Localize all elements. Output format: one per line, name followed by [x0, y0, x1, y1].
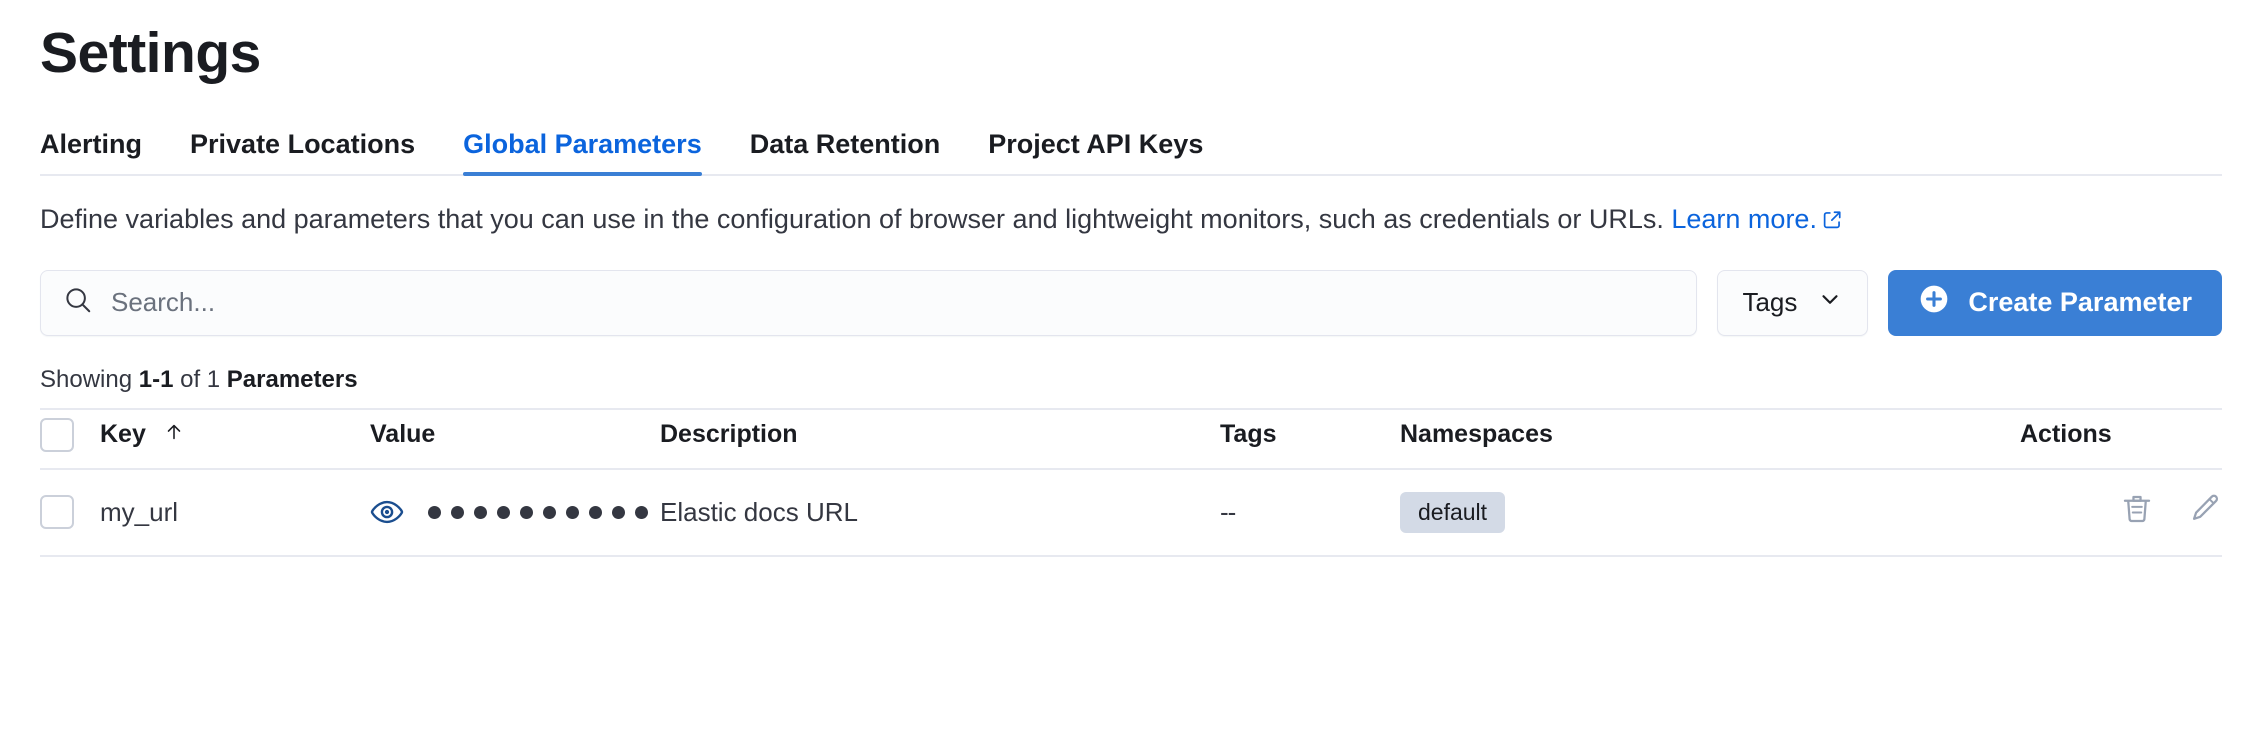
- select-all-checkbox[interactable]: [40, 417, 74, 452]
- tab-label: Alerting: [40, 128, 143, 159]
- tab-private-locations[interactable]: Private Locations: [166, 128, 439, 174]
- row-tags-cell: --: [1220, 468, 1400, 557]
- column-tags-label: Tags: [1220, 420, 1277, 449]
- column-actions-label: Actions: [2020, 420, 2112, 449]
- learn-more-label: Learn more.: [1671, 203, 1817, 234]
- column-tags: Tags: [1220, 407, 1400, 470]
- row-tags-value: --: [1220, 496, 1236, 527]
- create-parameter-button[interactable]: Create Parameter: [1888, 269, 2222, 336]
- table-body: my_url: [40, 468, 2222, 557]
- tab-label: Private Locations: [190, 128, 416, 159]
- tags-filter-button[interactable]: Tags: [1717, 269, 1869, 336]
- table-header: Key Value Description Tags: [40, 407, 2222, 470]
- external-link-icon: [1822, 204, 1843, 238]
- tab-project-api-keys[interactable]: Project API Keys: [964, 128, 1227, 174]
- column-actions: Actions: [2020, 407, 2222, 470]
- column-value: Value: [370, 407, 660, 470]
- pencil-icon[interactable]: [2188, 492, 2222, 526]
- row-checkbox[interactable]: [40, 495, 74, 530]
- tab-global-parameters[interactable]: Global Parameters: [439, 128, 726, 176]
- column-key-label: Key: [100, 419, 146, 448]
- row-actions-cell: [2020, 468, 2222, 557]
- row-description-cell: Elastic docs URL: [660, 468, 1220, 557]
- column-description-label: Description: [660, 420, 798, 449]
- chevron-down-icon: [1817, 286, 1843, 319]
- tab-label: Data Retention: [749, 128, 941, 159]
- table-header-row: Key Value Description Tags: [40, 407, 2222, 470]
- tab-label: Global Parameters: [463, 128, 702, 159]
- column-select-all: [40, 407, 100, 470]
- search-input[interactable]: [111, 287, 1675, 319]
- row-namespaces-cell: default: [1400, 468, 2020, 557]
- search-icon: [63, 285, 93, 320]
- table-row: my_url: [40, 468, 2222, 557]
- parameters-table: Key Value Description Tags: [40, 407, 2222, 557]
- row-description-value: Elastic docs URL: [660, 496, 858, 527]
- column-key[interactable]: Key: [100, 407, 370, 470]
- results-summary: Showing 1-1 of 1 Parameters: [40, 366, 2238, 394]
- toolbar: Tags Create Parameter: [40, 269, 2222, 336]
- column-namespaces-label: Namespaces: [1400, 420, 1553, 449]
- summary-prefix: Showing: [40, 365, 139, 393]
- page-title: Settings: [40, 21, 261, 85]
- plus-circle-icon: [1918, 283, 1950, 322]
- create-parameter-label: Create Parameter: [1968, 287, 2192, 318]
- tags-filter-label: Tags: [1742, 287, 1798, 318]
- settings-tabs: Alerting Private Locations Global Parame…: [40, 116, 2222, 176]
- search-box[interactable]: [40, 269, 1698, 336]
- column-value-label: Value: [370, 420, 436, 449]
- row-value-cell: [370, 468, 660, 557]
- column-description: Description: [660, 407, 1220, 470]
- row-select-cell: [40, 468, 100, 557]
- page-description: Define variables and parameters that you…: [40, 202, 2238, 238]
- masked-value: [428, 505, 648, 519]
- column-namespaces: Namespaces: [1400, 407, 2020, 470]
- tab-alerting[interactable]: Alerting: [40, 128, 166, 174]
- eye-icon[interactable]: [370, 495, 404, 529]
- namespace-badge: default: [1400, 492, 1506, 533]
- tab-data-retention[interactable]: Data Retention: [726, 128, 965, 174]
- summary-entity: Parameters: [226, 365, 358, 393]
- description-text: Define variables and parameters that you…: [40, 203, 1672, 234]
- arrow-up-icon: [163, 421, 185, 450]
- row-key-value: my_url: [100, 496, 179, 527]
- learn-more-link[interactable]: Learn more.: [1671, 204, 1843, 234]
- tab-label: Project API Keys: [988, 128, 1204, 159]
- summary-middle: of 1: [173, 365, 227, 393]
- summary-range: 1-1: [138, 365, 174, 393]
- row-key-cell: my_url: [100, 468, 370, 557]
- trash-icon[interactable]: [2120, 492, 2154, 526]
